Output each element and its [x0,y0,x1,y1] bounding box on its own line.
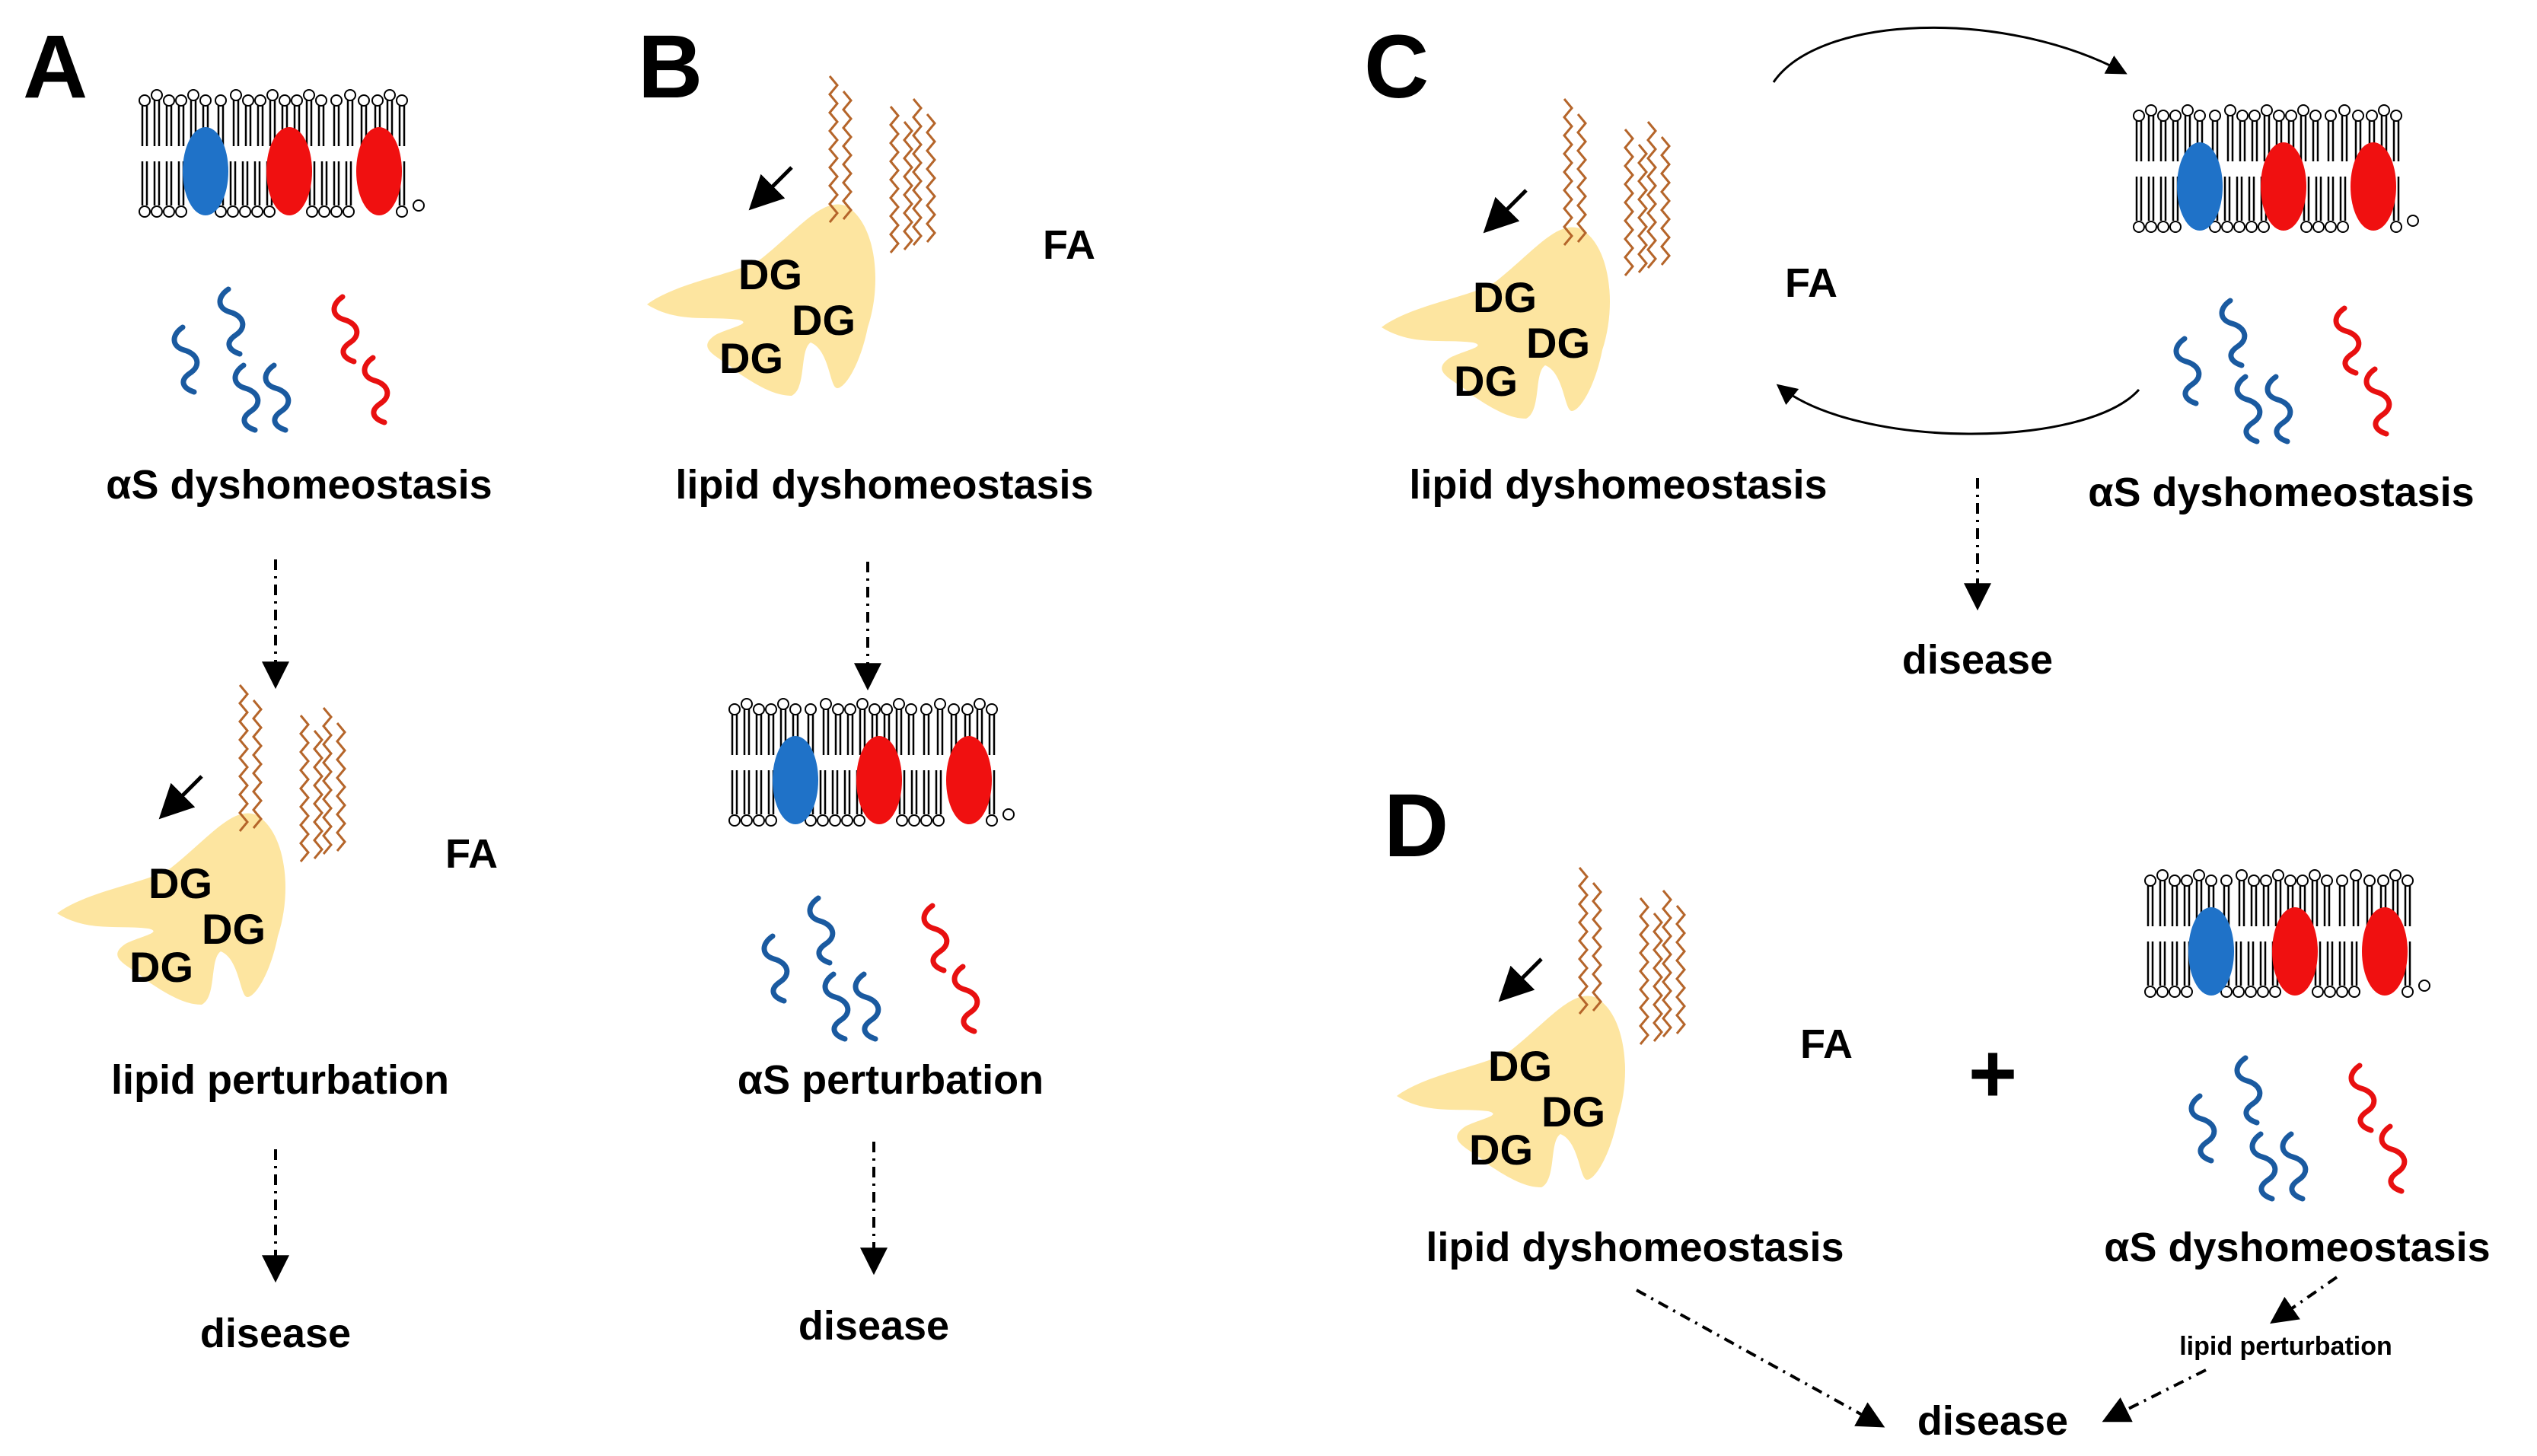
panel-c-cycle-arrow-bottom [1776,384,2140,435]
panel-d-synuclein-blue-1 [2234,1055,2263,1126]
panel-d-lipid-perturbation-label: lipid perturbation [2179,1332,2392,1361]
panel-c-lipid-dyshomeostasis-label: lipid dyshomeostasis [1409,462,1827,508]
panel-d-arrow-right-1 [2270,1276,2338,1324]
panel-a-disease-label: disease [200,1311,351,1356]
dg-label: DG [1488,1042,1552,1090]
dg-label: DG [738,250,802,298]
fa-label: FA [1785,260,1837,306]
dg-label: DG [1454,357,1518,405]
dg-label: DG [1469,1126,1533,1174]
panel-letter-c: C [1364,17,1429,117]
panel-c-cycle-arrow-top [1772,26,2127,83]
panel-c-as-dyshomeostasis-label: αS dyshomeostasis [2088,470,2474,515]
panel-c-membrane [2133,104,2419,233]
panel-a-synuclein-red-2 [362,355,390,425]
panel-letter-d: D [1384,776,1449,876]
panel-a-membrane [139,89,425,218]
panel-b-synuclein-blue-4 [853,971,881,1042]
panel-b-synuclein-blue-2 [761,933,790,1004]
panel-a-synuclein-blue-2 [171,324,200,395]
dg-label: DG [129,943,193,991]
panel-letter-a: A [23,17,88,117]
panel-d-arrow-left [1636,1289,1885,1428]
panel-d-lipid-dyshomeostasis-label: lipid dyshomeostasis [1426,1225,1844,1270]
panel-b-synuclein-blue-3 [822,971,851,1042]
panel-c-synuclein-blue-2 [2173,336,2202,406]
dg-label: DG [1526,319,1590,367]
panel-d-disease-label: disease [1917,1398,2068,1444]
fa-label: FA [1043,222,1095,268]
panel-c-synuclein-red-2 [2363,366,2392,437]
panel-b-synuclein-red-2 [951,964,980,1034]
panel-d-synuclein-blue-3 [2249,1131,2278,1202]
panel-a-synuclein-blue-3 [232,362,261,433]
panel-d-membrane [2144,869,2430,998]
panel-d-synuclein-blue-4 [2280,1131,2309,1202]
panel-a-synuclein-red-1 [331,294,360,365]
panel-c-disease-label: disease [1902,637,2053,683]
dg-label: DG [719,334,783,382]
panel-letter-b: B [638,17,703,117]
panel-d-arrow-right-2 [2102,1368,2207,1423]
panel-d-as-dyshomeostasis-label: αS dyshomeostasis [2104,1225,2490,1270]
panel-b-synuclein-blue-1 [807,895,836,966]
panel-c-synuclein-red-1 [2333,305,2362,376]
panel-a-lipid-perturbation-label: lipid perturbation [111,1057,449,1103]
fa-label: FA [445,831,498,877]
panel-d-synuclein-red-1 [2348,1063,2377,1133]
panel-d-synuclein-red-2 [2379,1123,2408,1194]
panel-c-synuclein-blue-4 [2264,374,2293,444]
panel-c-synuclein-blue-1 [2219,298,2248,368]
dg-label: DG [202,905,266,953]
panel-a-synuclein-blue-4 [263,362,292,433]
panel-b-as-perturbation-label: αS perturbation [738,1057,1044,1103]
panel-b-synuclein-red-1 [921,903,950,973]
panel-b-lipid-dyshomeostasis-label: lipid dyshomeostasis [675,462,1093,508]
dg-label: DG [1541,1088,1605,1136]
panel-a-synuclein-blue-1 [217,286,246,357]
panel-a-as-dyshomeostasis-label: αS dyshomeostasis [106,462,492,508]
panel-b-disease-label: disease [798,1303,949,1349]
fa-label: FA [1800,1021,1853,1067]
dg-label: DG [1473,273,1537,321]
panel-d-synuclein-blue-2 [2188,1093,2217,1164]
panel-c-synuclein-blue-3 [2234,374,2263,444]
dg-label: DG [792,296,856,344]
dg-label: DG [148,859,212,907]
panel-b-membrane [728,698,1015,827]
panel-d-plus-sign: + [1968,1027,2017,1120]
